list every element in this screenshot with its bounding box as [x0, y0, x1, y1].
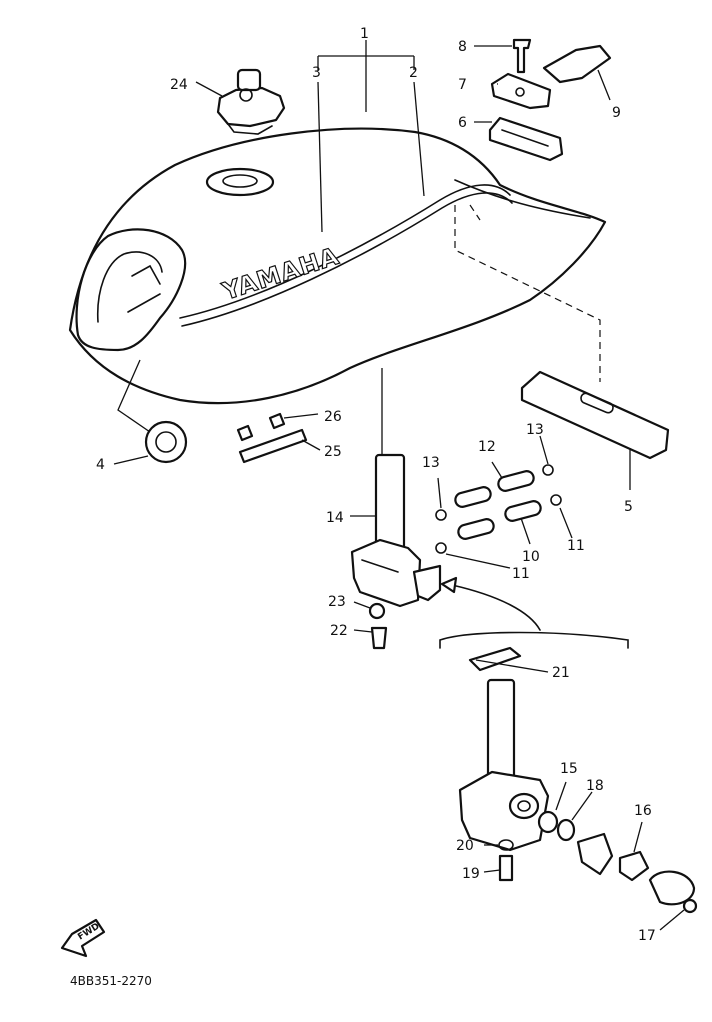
callout-25: 25 [324, 444, 342, 460]
callout-23: 23 [328, 594, 346, 610]
callout-17: 17 [638, 928, 656, 944]
callout-4: 4 [96, 457, 105, 473]
grommet [144, 420, 188, 464]
callout-22: 22 [330, 623, 348, 639]
callout-19: 19 [462, 866, 480, 882]
reference-code: 4BB351-2270 [70, 974, 152, 988]
hose-strip [236, 412, 308, 464]
fuel-hoses [435, 464, 562, 554]
callout-24: 24 [170, 77, 188, 93]
callout-16: 16 [634, 803, 652, 819]
callout-20: 20 [456, 838, 474, 854]
forward-arrow-icon [60, 918, 106, 958]
inset-bracket-line [439, 631, 629, 649]
inset-pointer-arrow [440, 576, 458, 594]
callout-18: 18 [586, 778, 604, 794]
callout-11b: 11 [512, 566, 530, 582]
callout-5: 5 [624, 499, 633, 515]
callout-6: 6 [458, 115, 467, 131]
callout-labels: 1 2 3 4 5 6 7 8 9 10 11 11 12 13 13 14 1… [96, 26, 656, 944]
fuel-tank [68, 127, 607, 405]
fuel-cock-detail [458, 646, 698, 914]
emblem-parts [488, 38, 612, 162]
tank-bracket [520, 370, 670, 460]
callout-9: 9 [612, 105, 621, 121]
callout-12: 12 [478, 439, 496, 455]
callout-7: 7 [458, 77, 467, 93]
callout-8: 8 [458, 39, 467, 55]
callout-15: 15 [560, 761, 578, 777]
callout-21: 21 [552, 665, 570, 681]
inset-pointer [451, 584, 541, 631]
fuel-cock [350, 453, 442, 650]
callout-3: 3 [312, 65, 321, 81]
callout-13b: 13 [526, 422, 544, 438]
callout-26: 26 [324, 409, 342, 425]
callout-2: 2 [409, 65, 418, 81]
fuel-cap [216, 68, 286, 135]
callout-13a: 13 [422, 455, 440, 471]
callout-1: 1 [360, 26, 369, 42]
callout-11a: 11 [567, 538, 585, 554]
callout-14: 14 [326, 510, 344, 526]
leader-lines [113, 40, 685, 931]
callout-10: 10 [522, 549, 540, 565]
